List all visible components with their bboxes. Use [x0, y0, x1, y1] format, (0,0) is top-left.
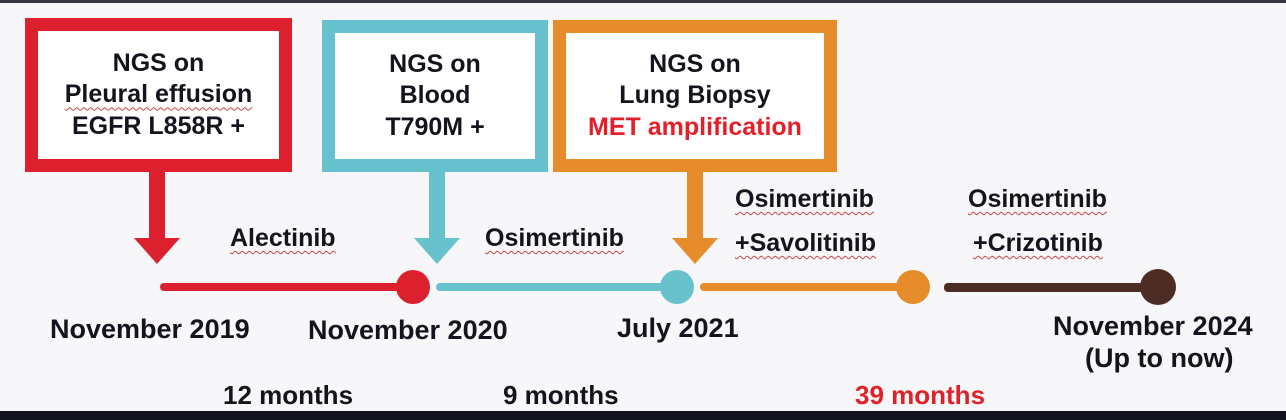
down-arrow-red-icon [134, 238, 180, 264]
ngs-box-line: NGS on [389, 49, 481, 78]
ngs-box-blood-panel: NGS on Blood T790M + [335, 33, 535, 159]
ngs-box-line: Blood [399, 81, 471, 110]
ngs-box-lung-biopsy-panel: NGS on Lung Biopsy MET amplification [566, 33, 824, 159]
timeline-segment-osimertinib [436, 283, 677, 291]
ngs-box-lung-biopsy: NGS on Lung Biopsy MET amplification [553, 20, 837, 172]
duration-label-12-months: 12 months [223, 380, 354, 410]
ngs-box-pleural-effusion-panel: NGS on Pleural effusion EGFR L858R + [38, 31, 279, 159]
date-label-november-2024: November 2024 [1053, 311, 1253, 341]
date-label-november-2020: November 2020 [308, 315, 508, 345]
treatment-label-osimertinib: Osimertinib [485, 224, 624, 252]
timeline-node-treatment-change [896, 270, 930, 304]
ngs-box-line: EGFR L858R + [72, 111, 245, 140]
treatment-label-crizotinib: +Crizotinib [973, 229, 1103, 257]
ngs-box-blood: NGS on Blood T790M + [322, 20, 548, 172]
ngs-box-line: T790M + [385, 112, 485, 141]
bottom-border-bar [0, 411, 1286, 420]
date-label-november-2019: November 2019 [50, 314, 250, 344]
met-amplification-text: MET amplification [588, 112, 802, 141]
down-arrow-orange-icon [672, 238, 718, 264]
timeline-segment-osimertinib-crizotinib [944, 283, 1158, 292]
ngs-box-line: Pleural effusion [64, 80, 253, 109]
timeline-node-november-2020 [396, 270, 430, 304]
duration-label-39-months: 39 months [855, 380, 986, 410]
duration-label-9-months: 9 months [503, 380, 619, 410]
timeline-node-july-2021 [660, 270, 694, 304]
treatment-label-savolitinib: +Savolitinib [735, 229, 877, 257]
ngs-box-line: Lung Biopsy [619, 81, 771, 110]
down-arrow-teal-icon [414, 238, 460, 264]
down-arrow-orange-stem [687, 171, 703, 240]
down-arrow-red-stem [149, 170, 165, 240]
down-arrow-teal-stem [429, 171, 445, 240]
timeline-segment-osimertinib-savolitinib [700, 283, 913, 291]
treatment-label-osimertinib-2: Osimertinib [735, 185, 874, 213]
date-label-july-2021: July 2021 [617, 313, 739, 343]
timeline-segment-alectinib [160, 283, 413, 291]
ngs-box-line: NGS on [649, 49, 741, 78]
top-border-line [0, 0, 1286, 3]
ngs-box-pleural-effusion: NGS on Pleural effusion EGFR L858R + [25, 18, 292, 172]
treatment-label-osimertinib-3: Osimertinib [968, 185, 1107, 213]
timeline-node-november-2024 [1140, 269, 1176, 305]
ngs-box-line: NGS on [112, 48, 205, 77]
treatment-label-alectinib: Alectinib [230, 224, 336, 252]
date-label-up-to-now: (Up to now) [1085, 343, 1234, 373]
